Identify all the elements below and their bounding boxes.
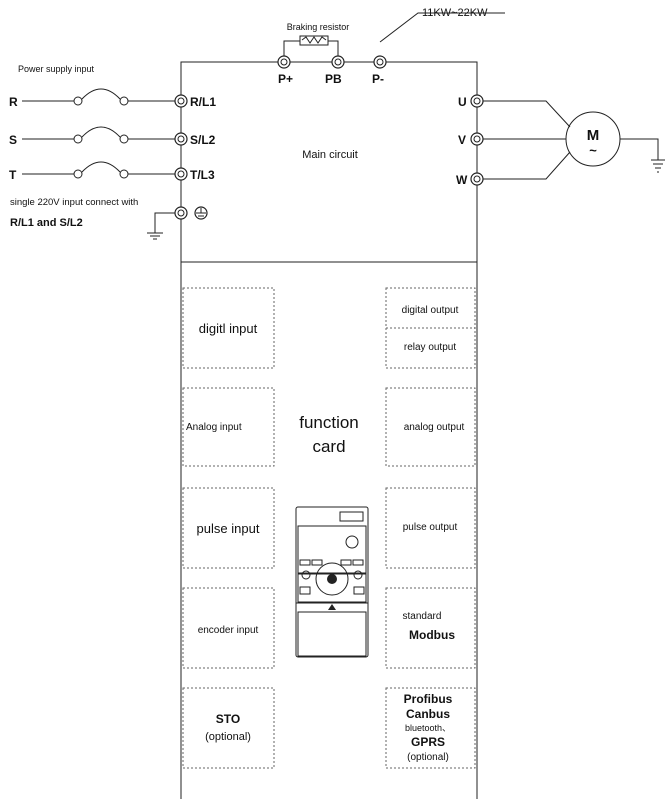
module-label: relay output (404, 342, 456, 353)
terminal-t-l3: T/L3 (174, 167, 215, 182)
keypad-knob (345, 535, 359, 549)
phase-label: T (9, 168, 17, 182)
module-label: bluetooth、 (405, 723, 451, 733)
motor-symbol: M ~ (565, 111, 621, 167)
module-analog-output: analog output (385, 387, 476, 467)
input-ground-wire (147, 212, 175, 240)
module-label: standard (403, 611, 442, 622)
terminal-w: W (456, 172, 484, 187)
breaker-symbol (81, 126, 121, 138)
module-pulse-output: pulse output (385, 487, 476, 569)
module-label: STO (216, 712, 240, 726)
module-label: (optional) (407, 752, 449, 763)
keypad-button (311, 559, 323, 566)
keypad-illustration (295, 506, 369, 658)
module-label: Modbus (409, 628, 455, 642)
breaker-symbol (81, 88, 121, 100)
module-fieldbus: Profibus Canbus bluetooth、 GPRS (optiona… (385, 687, 476, 769)
module-analog-input: Analog input (182, 387, 275, 467)
module-modbus: standard Modbus (385, 587, 476, 669)
module-digital-input: digitl input (182, 287, 275, 369)
phase-t-line: T (9, 161, 175, 182)
terminal-v: V (458, 132, 484, 147)
keypad-button (340, 559, 352, 566)
keypad-button (353, 570, 363, 580)
motor-wiring (483, 100, 665, 180)
terminal-label: P- (372, 72, 384, 86)
module-label: analog output (404, 422, 465, 433)
module-label: Canbus (406, 707, 450, 721)
control-box (180, 262, 478, 799)
terminal-label: U (458, 95, 467, 109)
keypad-button (301, 570, 311, 580)
module-digital-relay-output: digital output relay output (385, 287, 476, 369)
module-label: Profibus (404, 692, 453, 706)
terminal-r-l1: R/L1 (174, 94, 216, 109)
terminal-label: W (456, 173, 468, 187)
module-pulse-input: pulse input (182, 487, 275, 569)
braking-resistor: Braking resistor (283, 22, 350, 56)
single-phase-note: single 220V input connect with (10, 197, 138, 208)
terminal-label: V (458, 133, 466, 147)
ground-terminal (174, 206, 208, 220)
breaker-symbol (81, 161, 121, 173)
module-label: GPRS (411, 735, 445, 749)
main-circuit-label: Main circuit (302, 149, 358, 161)
rating-leader-line (379, 12, 505, 43)
keypad-button (299, 559, 311, 566)
terminal-pb: PB (325, 55, 345, 86)
terminal-u: U (458, 94, 484, 109)
terminal-label: PB (325, 72, 342, 86)
nav-center-button (327, 574, 337, 584)
terminal-label: T/L3 (190, 168, 215, 182)
main-circuit-box: Main circuit (180, 61, 478, 263)
motor-ac-symbol: ~ (589, 143, 597, 158)
module-label: (optional) (205, 731, 251, 743)
module-sto: STO (optional) (182, 687, 275, 769)
terminal-p-minus: P- (372, 55, 387, 86)
module-label: Analog input (186, 422, 242, 433)
module-label: encoder input (198, 625, 259, 636)
nav-ring (315, 562, 349, 596)
module-label: pulse input (197, 521, 260, 536)
triangle-up-icon (328, 604, 336, 610)
phase-label: R (9, 95, 18, 109)
keypad-button (299, 586, 311, 595)
single-phase-terminals: R/L1 and S/L2 (10, 217, 83, 229)
keypad-cover (297, 611, 367, 657)
function-card-label: function card (299, 413, 359, 456)
terminal-s-l2: S/L2 (174, 132, 216, 147)
module-label: digital output (402, 305, 459, 316)
keypad-button (353, 586, 365, 595)
display-window (339, 511, 364, 522)
phase-s-line: S (9, 126, 175, 147)
svg-text:function: function (299, 413, 359, 432)
phase-label: S (9, 133, 17, 147)
module-label: digitl input (199, 321, 258, 336)
keypad-button (352, 559, 364, 566)
keypad-body (295, 506, 369, 658)
braking-resistor-label: Braking resistor (287, 22, 350, 32)
motor-label: M (587, 127, 600, 144)
terminal-label: P+ (278, 72, 293, 86)
module-encoder-input: encoder input (182, 587, 275, 669)
power-supply-label: Power supply input (18, 64, 95, 74)
module-label: pulse output (403, 522, 458, 533)
display-panel (297, 525, 367, 574)
terminal-p-plus: P+ (277, 55, 293, 86)
phase-r-line: R (9, 88, 175, 109)
svg-text:card: card (312, 437, 345, 456)
terminal-label: R/L1 (190, 95, 216, 109)
terminal-label: S/L2 (190, 133, 216, 147)
